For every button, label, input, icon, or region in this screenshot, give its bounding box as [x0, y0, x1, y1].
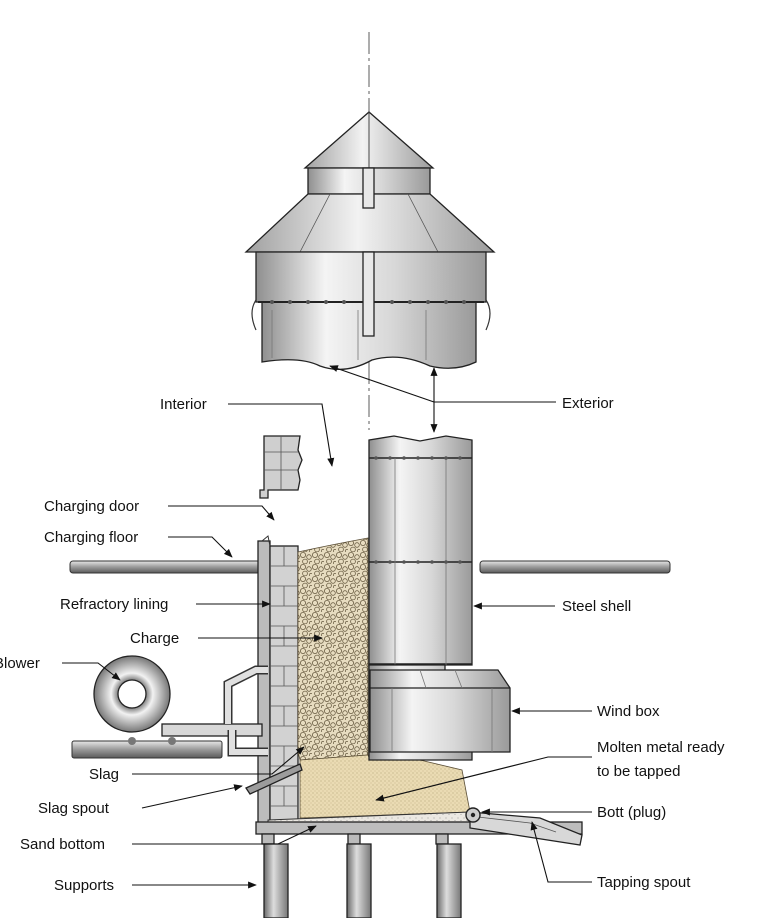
label-bott-plug: Bott (plug): [597, 804, 666, 821]
shell-rivets: [374, 456, 462, 564]
label-charging-door: Charging door: [44, 498, 139, 515]
tapping-spout-shape: [469, 811, 583, 846]
wind-box: [369, 669, 511, 753]
label-blower: Blower: [0, 655, 40, 672]
label-slag-spout: Slag spout: [38, 800, 110, 817]
label-sand-bottom: Sand bottom: [20, 836, 105, 853]
label-charge: Charge: [130, 630, 179, 647]
label-molten-metal-line2: to be tapped: [597, 763, 680, 780]
stack-cap: [244, 111, 496, 371]
molten-metal: [299, 754, 471, 819]
slag-spout-shape: [245, 763, 303, 795]
label-charging-floor: Charging floor: [44, 529, 138, 546]
blower-assembly: [71, 655, 268, 759]
charging-floor-right: [479, 560, 671, 574]
leader-lines: [62, 365, 592, 889]
label-interior: Interior: [160, 396, 207, 413]
label-wind-box: Wind box: [597, 703, 660, 720]
label-molten-metal-line1: Molten metal ready: [597, 739, 725, 756]
refractory-lining-left: [257, 435, 303, 832]
label-tapping-spout: Tapping spout: [597, 874, 691, 891]
charge-fill: [297, 537, 369, 761]
label-supports: Supports: [54, 877, 114, 894]
charging-floor-left: [69, 560, 261, 574]
label-slag: Slag: [89, 766, 119, 783]
label-refractory-lining: Refractory lining: [60, 596, 168, 613]
label-steel-shell: Steel shell: [562, 598, 631, 615]
cap-rivets: [270, 300, 466, 304]
supports: [261, 833, 462, 918]
label-exterior: Exterior: [562, 395, 614, 412]
